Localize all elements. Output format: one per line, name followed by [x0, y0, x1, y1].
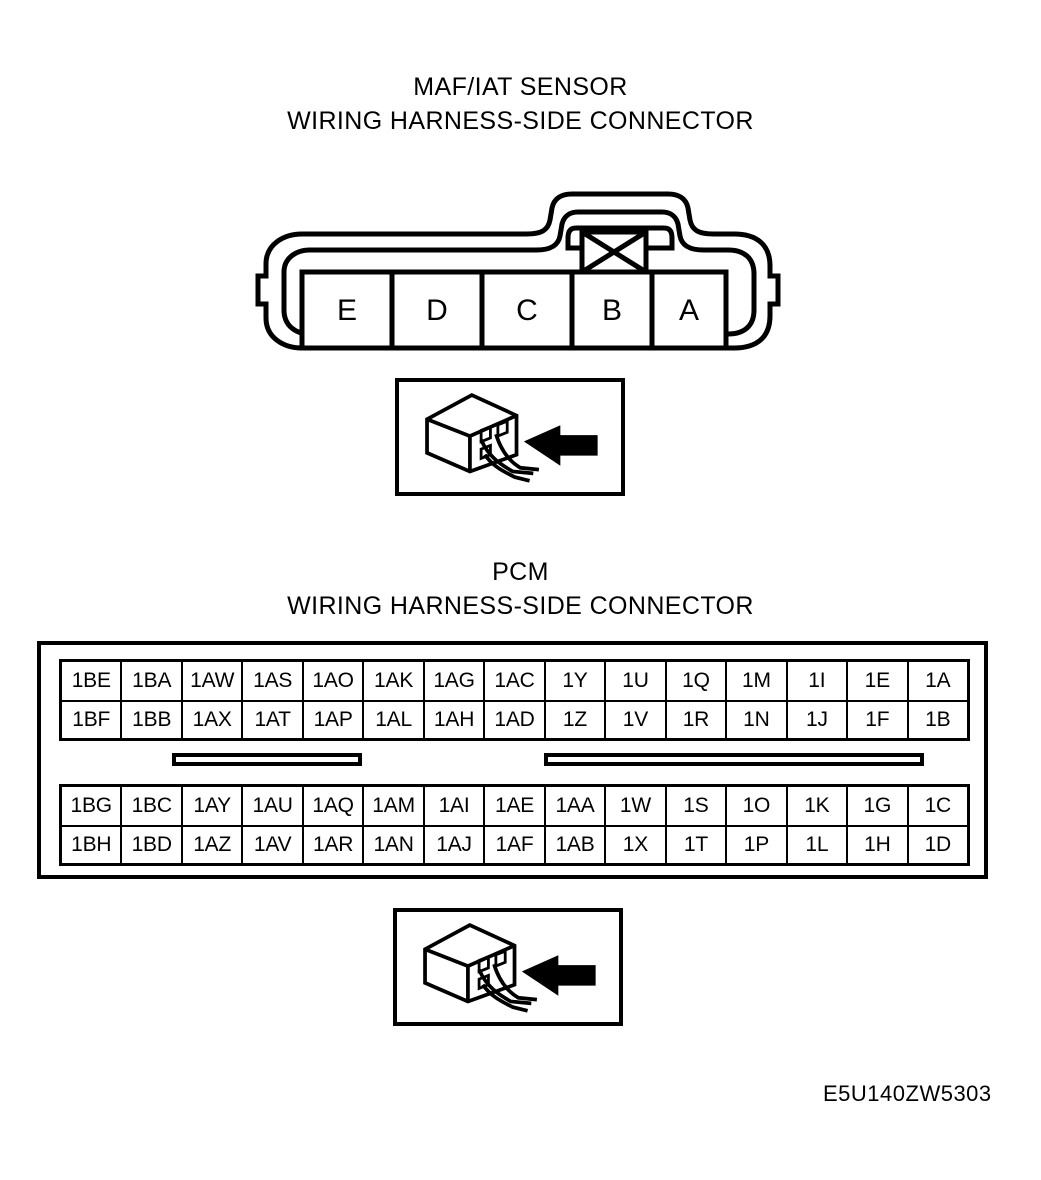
pcm-terminal-cell: 1AV: [243, 827, 304, 863]
pcm-terminal-cell: 1A: [925, 669, 951, 692]
pcm-terminal-cell: 1C: [924, 794, 952, 817]
pcm-terminal-cell: 1V: [606, 702, 667, 738]
maf-iat-title: MAF/IAT SENSOR WIRING HARNESS-SIDE CONNE…: [0, 70, 1041, 138]
pcm-terminal-cell: 1H: [848, 827, 909, 863]
pcm-terminal-cell: 1Q: [667, 662, 728, 700]
pcm-terminal-cell: 1S: [667, 787, 728, 825]
pcm-terminal-cell: 1AQ: [304, 787, 365, 825]
pcm-terminal-cell: 1AH: [425, 702, 486, 738]
pcm-terminal-cell: 1BF: [62, 702, 123, 738]
connector-shell-outer: [255, 191, 781, 351]
maf-iat-connector-svg: E D C B A: [255, 191, 781, 351]
pcm-terminal-cell: 1AC: [485, 662, 546, 700]
pcm-terminal-cell: 1BA: [122, 662, 183, 700]
maf-terminal-label-e: E: [337, 294, 357, 327]
pcm-terminal-cell: 1W: [606, 787, 667, 825]
pcm-terminal-cell: 1G: [848, 787, 909, 825]
pcm-terminal-cell: 1B: [925, 708, 951, 731]
pcm-terminal-cell: 1L: [788, 827, 849, 863]
pcm-terminal-cell: 1BD: [122, 827, 183, 863]
pcm-terminal-cell: 1AJ: [425, 827, 486, 863]
pcm-terminal-cell: 1BB: [122, 702, 183, 738]
crossed-box-icon: [579, 229, 649, 275]
connector-wires: [479, 433, 540, 483]
pcm-terminal-cell: 1AS: [243, 662, 304, 700]
pcm-terminal-cell: 1I: [788, 662, 849, 700]
pcm-terminal-cell: 1AG: [425, 662, 486, 700]
maf-terminal-label-d: D: [426, 294, 448, 327]
pcm-terminal-cell: 1O: [727, 787, 788, 825]
pcm-terminal-cell: 1AZ: [183, 827, 244, 863]
maf-iat-title-line-2: WIRING HARNESS-SIDE CONNECTOR: [287, 107, 754, 135]
pcm-terminal-cell: 1Z: [546, 702, 607, 738]
left-arrow-icon: [523, 425, 598, 466]
pcm-terminal-cell: 1M: [727, 662, 788, 700]
left-arrow-icon: [521, 955, 596, 996]
maf-terminal-label-b: B: [602, 294, 622, 327]
maf-iat-title-line-1: MAF/IAT SENSOR: [413, 73, 628, 101]
pcm-terminal-cell: 1AL: [364, 702, 425, 738]
pcm-terminal-cell: 1AT: [243, 702, 304, 738]
pcm-terminal-cell: 1AO: [304, 662, 365, 700]
pcm-terminal-cell: 1AB: [546, 827, 607, 863]
pcm-terminal-cell: 1AM: [364, 787, 425, 825]
pcm-terminal-cell: 1AI: [425, 787, 486, 825]
latch-slot: [565, 225, 675, 251]
pcm-terminal-cell: 1AD: [485, 702, 546, 738]
maf-iat-connector-drawing: E D C B A: [236, 186, 794, 366]
pcm-terminal-cell: 1R: [667, 702, 728, 738]
pcm-terminal-cell: 1BH: [62, 827, 123, 863]
connector-shell-inner: [281, 209, 757, 337]
pcm-terminal-cell: 1AY: [183, 787, 244, 825]
pcm-terminal-cell: 1Y: [546, 662, 607, 700]
pcm-terminal-cell: 1E: [848, 662, 909, 700]
pcm-terminal-cell: 1AU: [243, 787, 304, 825]
pcm-terminal-cell: 1F: [848, 702, 909, 738]
pcm-terminal-cell: 1BE: [62, 662, 123, 700]
pcm-illustration-box: [393, 908, 623, 1026]
pcm-terminal-cell: 1AN: [364, 827, 425, 863]
pcm-terminal-cell: 1J: [788, 702, 849, 738]
pcm-terminal-cell: 1AP: [304, 702, 365, 738]
maf-terminal-label-a: A: [679, 294, 699, 327]
pcm-terminal-cell: 1AX: [183, 702, 244, 738]
pcm-title-line-2: WIRING HARNESS-SIDE CONNECTOR: [287, 592, 754, 620]
maf-terminal-row: E D C B A: [299, 269, 729, 351]
pcm-terminal-cell: 1K: [788, 787, 849, 825]
pcm-terminal-cell: 1AK: [364, 662, 425, 700]
drawing-code: E5U140ZW5303: [823, 1081, 992, 1106]
pcm-terminal-cell: 1D: [924, 833, 952, 856]
pcm-terminal-cell: 1BC: [122, 787, 183, 825]
connector-block-with-arrow-icon: [425, 392, 598, 483]
pcm-title: PCM WIRING HARNESS-SIDE CONNECTOR: [0, 555, 1041, 623]
pcm-terminal-cell: 1T: [667, 827, 728, 863]
pcm-terminal-cell: 1AR: [304, 827, 365, 863]
pcm-terminal-cell: 1X: [606, 827, 667, 863]
pcm-terminal-cell: 1P: [727, 827, 788, 863]
pcm-terminal-cell: 1AE: [485, 787, 546, 825]
pcm-terminal-cell: 1AA: [546, 787, 607, 825]
maf-iat-illustration-box: [395, 378, 625, 496]
pcm-terminal-cell: 1U: [606, 662, 667, 700]
pcm-terminal-cell: 1BG: [62, 787, 123, 825]
connector-wires: [477, 963, 538, 1013]
pcm-terminal-cell: 1AW: [183, 662, 244, 700]
connector-block-with-arrow-icon: [423, 922, 596, 1013]
pcm-title-line-1: PCM: [492, 558, 549, 586]
pcm-terminal-cell: 1AF: [485, 827, 546, 863]
pcm-terminal-cell: 1N: [727, 702, 788, 738]
maf-terminal-label-c: C: [516, 294, 538, 327]
latch-bar-right: [544, 753, 924, 766]
latch-bar-left: [172, 753, 362, 766]
